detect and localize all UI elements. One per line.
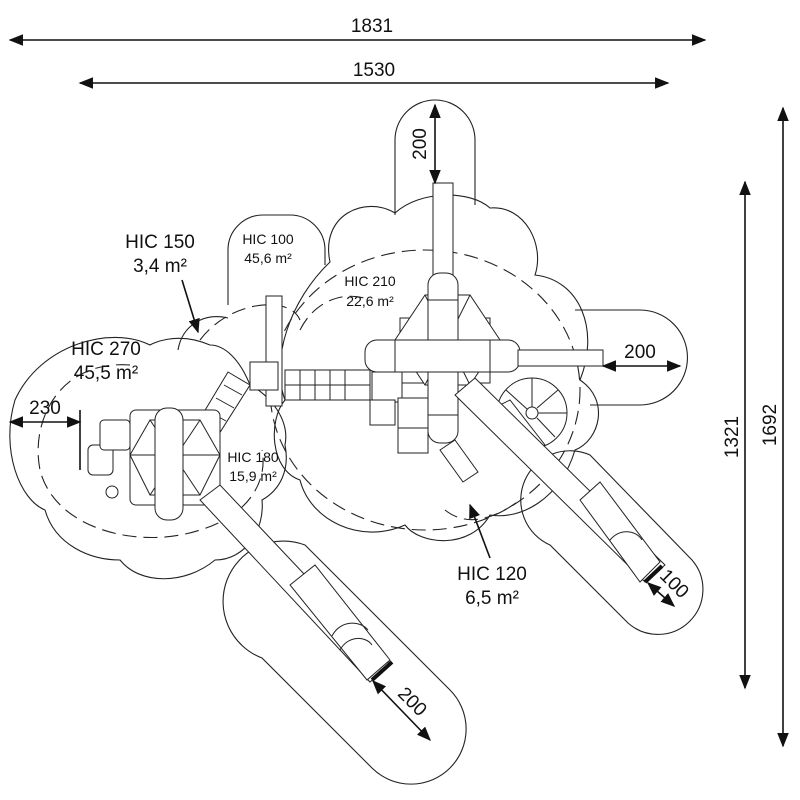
hic120-code: HIC 120	[457, 564, 527, 585]
top-clearance-label: 200	[410, 128, 431, 160]
inner-height-label: 1321	[722, 416, 743, 458]
left-clearance-label: 230	[29, 398, 61, 419]
hic270-area: 45,5 m²	[74, 363, 138, 384]
hic210-code: HIC 210	[344, 273, 396, 289]
overall-width-label: 1831	[351, 16, 393, 37]
hic150-area: 3,4 m²	[133, 256, 187, 277]
hic210-area: 22,6 m²	[346, 293, 394, 309]
hic100-code: HIC 100	[242, 231, 294, 247]
hic100-area: 45,6 m²	[244, 250, 292, 266]
slide-left-clearance-label: 200	[393, 683, 430, 720]
equipment	[87, 182, 666, 683]
hic180-area: 15,9 m²	[229, 468, 277, 484]
overall-height-label: 1692	[760, 404, 781, 446]
slide-right-clearance-label: 100	[655, 565, 692, 602]
hic150-code: HIC 150	[125, 232, 195, 253]
inner-width-label: 1530	[353, 60, 395, 81]
right-clearance-label: 200	[624, 342, 656, 363]
hic120-area: 6,5 m²	[465, 588, 519, 609]
dimension-arrows	[8, 34, 789, 748]
hic180-code: HIC 180	[227, 449, 279, 465]
hic270-code: HIC 270	[71, 339, 141, 360]
safety-zone-outline	[9, 99, 704, 785]
